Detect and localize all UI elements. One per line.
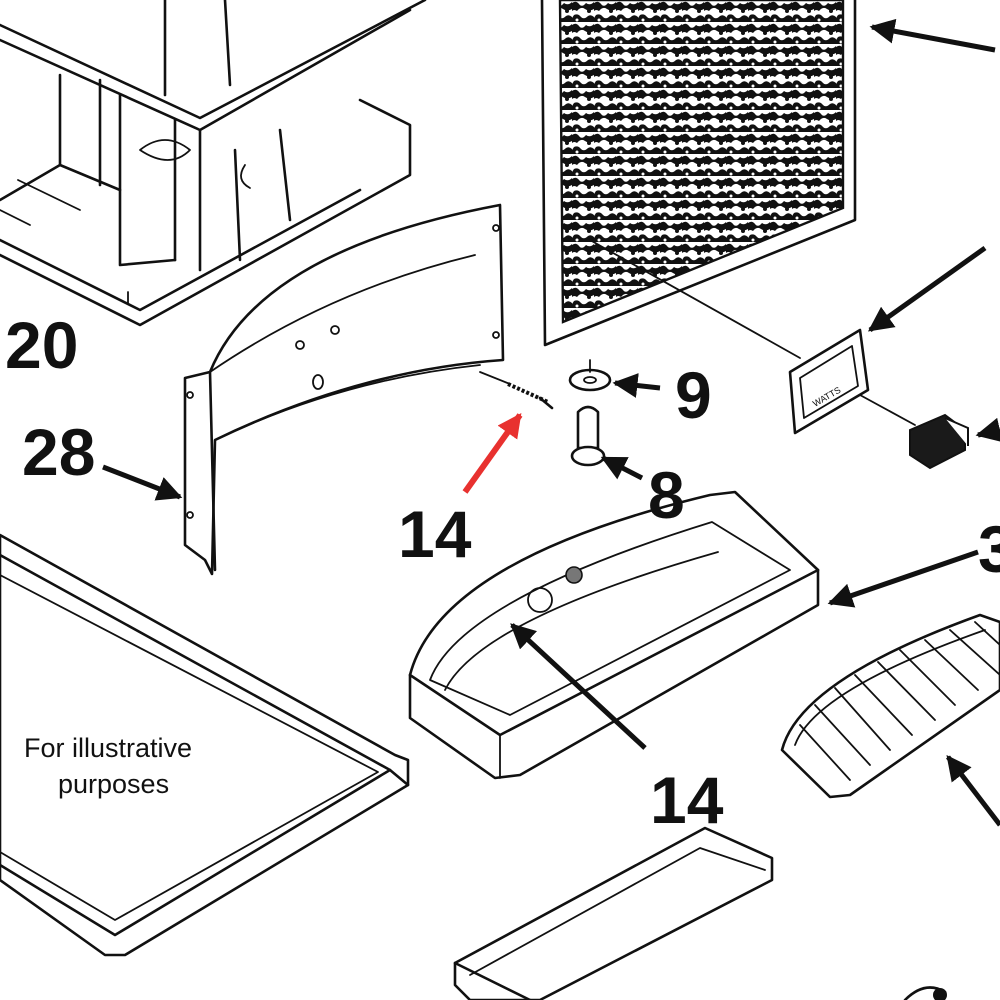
curved-cover-panel-part-28: [183, 203, 505, 576]
screw-part-14: [479, 371, 554, 410]
illustrative-note-line-2: purposes: [58, 769, 169, 799]
channel-bracket: [453, 826, 774, 1000]
bolt-part-8: [570, 405, 644, 481]
curved-tray: [408, 490, 979, 780]
rocker-switch: [859, 394, 1000, 470]
callout-14-tray: 14: [650, 763, 724, 837]
illustrative-note-line-1: For illustrative: [24, 733, 192, 763]
callout-3-partial: 3: [978, 512, 1000, 586]
callout-9: 9: [675, 358, 712, 432]
filter-panel: [540, 0, 996, 359]
partial-part-bottom-right: [903, 986, 947, 1000]
highlight-arrow: [462, 413, 523, 494]
callout-28: 28: [22, 415, 95, 489]
label-plate: WATTS: [788, 245, 987, 435]
callout-20: 20: [5, 308, 78, 382]
washer-part-9: [568, 359, 661, 398]
grill-rack: [780, 613, 1000, 827]
callout-8: 8: [648, 458, 685, 532]
callout-28-arrow: [102, 464, 183, 501]
callout-14-screw: 14: [398, 497, 472, 571]
housing-unit-part-20: [0, 0, 427, 327]
base-tray: [0, 533, 410, 957]
